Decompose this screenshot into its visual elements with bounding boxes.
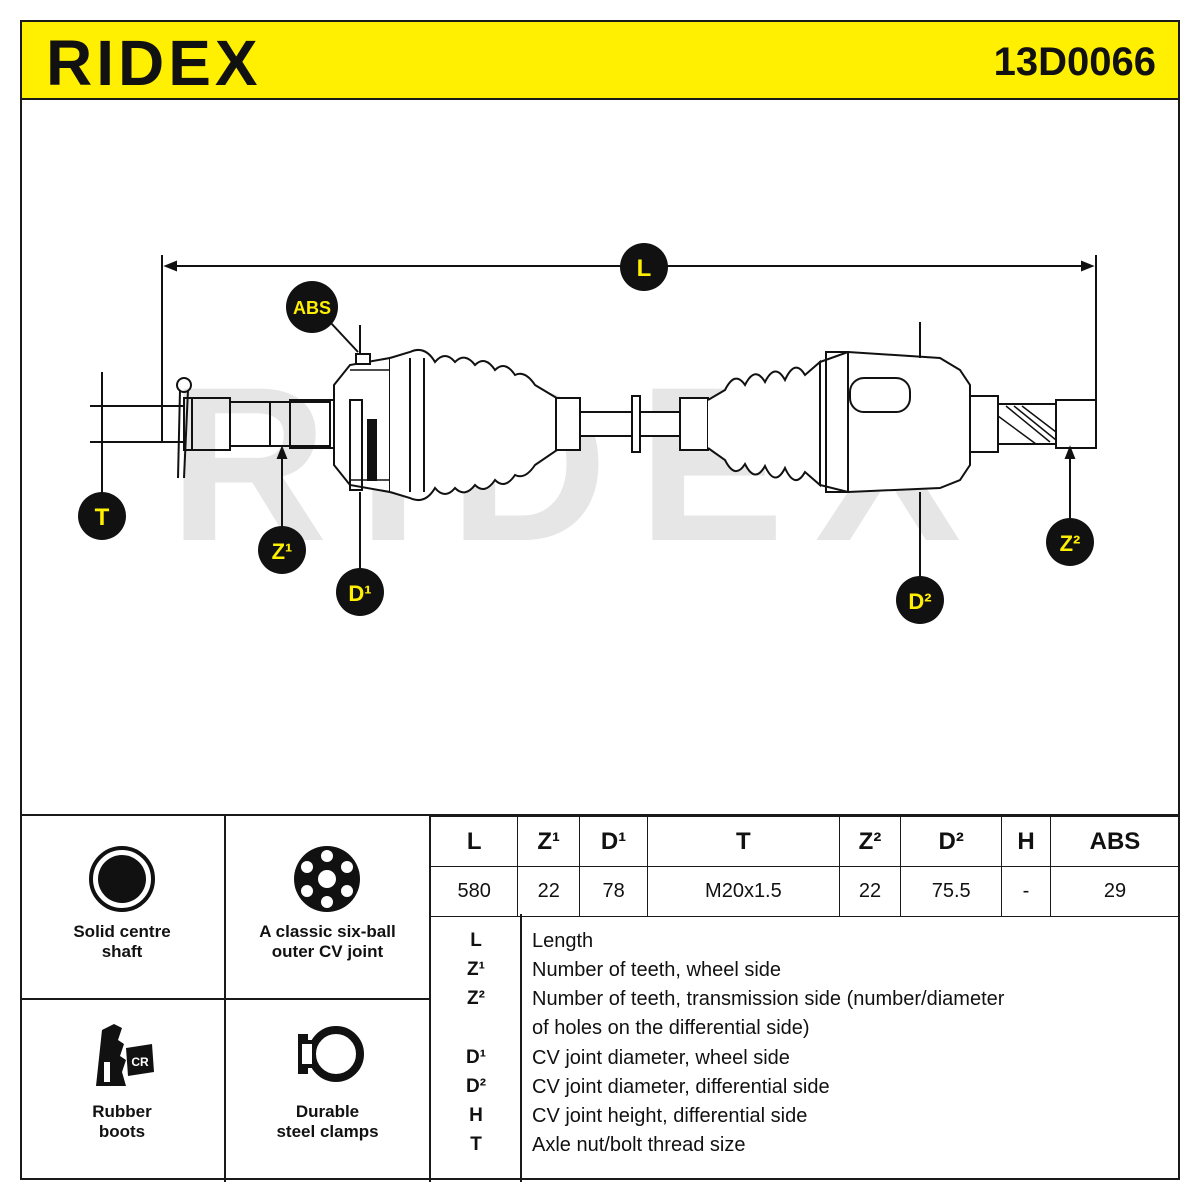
feature-six-ball-joint: A classic six-ball outer CV joint (226, 816, 429, 998)
callout-D1: D¹ (336, 568, 384, 616)
legend-key: H (469, 1105, 483, 1126)
feature-steel-clamps: Durable steel clamps (226, 1000, 429, 1182)
shaft-outline (90, 255, 1097, 580)
header-bar: RIDEX 13D0066 (20, 20, 1180, 100)
spec-header: T (647, 816, 840, 867)
feature-rubber-boots: CR Rubber boots (20, 1000, 224, 1182)
legend-row: H CV joint height, differential side (430, 1105, 1180, 1134)
feature-label-line2: shaft (101, 942, 143, 961)
feature-label-line1: Durable (295, 1102, 360, 1121)
legend-row: of holes on the differential side) (430, 1017, 1180, 1046)
legend-text: of holes on the differential side) (532, 1017, 810, 1039)
feature-solid-shaft: Solid centre shaft (20, 816, 224, 998)
callout-Z1: Z¹ (258, 526, 306, 574)
feature-label-line2: steel clamps (276, 1122, 379, 1141)
callout-Z2: Z² (1046, 518, 1094, 566)
spec-header: D¹ (579, 816, 649, 867)
legend-key: Z² (467, 988, 485, 1009)
callout-ABS: ABS (286, 281, 338, 333)
spec-value: 75.5 (900, 866, 1003, 917)
legend-key: L (470, 930, 482, 951)
legend-text: CV joint diameter, differential side (532, 1076, 830, 1098)
divider (20, 998, 430, 1000)
callout-ABS-label: ABS (293, 298, 331, 318)
callout-Z2-label: Z² (1060, 531, 1081, 556)
legend-row: D¹ CV joint diameter, wheel side (430, 1047, 1180, 1076)
page-frame (20, 20, 1180, 1180)
legend-key: Z¹ (467, 959, 485, 980)
legend-text: Number of teeth, transmission side (numb… (532, 988, 1005, 1010)
spec-value: M20x1.5 (647, 866, 840, 917)
spec-value: 22 (838, 866, 902, 917)
six-ball-joint-icon (294, 846, 360, 912)
feature-label-line2: boots (98, 1122, 146, 1141)
legend-text: Axle nut/bolt thread size (532, 1134, 746, 1156)
steel-clamp-icon (298, 1026, 364, 1082)
callout-D2-label: D² (908, 589, 931, 614)
callout-D1-label: D¹ (348, 581, 371, 606)
legend-divider (520, 914, 522, 1182)
spec-value: 78 (579, 866, 649, 917)
spec-value-row: 580 22 78 M20x1.5 22 75.5 - 29 (429, 866, 1181, 917)
feature-label-line2: outer CV joint (271, 942, 384, 961)
callout-L: L (620, 243, 668, 291)
spec-section: Solid centre shaft A classic six-ball ou… (20, 814, 1181, 1182)
spec-value: - (1001, 866, 1051, 917)
legend-text: CV joint height, differential side (532, 1105, 808, 1127)
brand-logo: RIDEX (46, 27, 262, 99)
legend-text: Number of teeth, wheel side (532, 959, 782, 981)
spec-header: Z² (838, 816, 902, 867)
legend-key: D² (465, 1076, 487, 1097)
legend-row: L Length (430, 930, 1180, 959)
legend-row: T Axle nut/bolt thread size (430, 1134, 1180, 1163)
callout-T: T (78, 492, 126, 540)
spec-header: Z¹ (517, 816, 581, 867)
legend-row: Z¹ Number of teeth, wheel side (430, 959, 1180, 988)
spec-header: L (429, 816, 519, 867)
spec-value: 22 (517, 866, 581, 917)
divider (429, 816, 431, 1182)
feature-label-line1: Rubber (92, 1102, 152, 1121)
legend-row: Z² Number of teeth, transmission side (n… (430, 988, 1180, 1017)
solid-shaft-icon (89, 846, 155, 912)
legend-row: D² CV joint diameter, differential side (430, 1076, 1180, 1105)
callout-D2: D² (896, 576, 944, 624)
rubber-boot-icon: CR (96, 1024, 154, 1086)
feature-label-line1: A classic six-ball (259, 922, 396, 941)
legend-key: T (470, 1134, 482, 1155)
part-number: 13D0066 (993, 40, 1156, 84)
spec-value: 580 (429, 866, 519, 917)
technical-drawing: RIDEX (20, 100, 1180, 814)
spec-header-row: L Z¹ D¹ T Z² D² H ABS (429, 816, 1181, 867)
feature-label-line1: Solid centre (73, 922, 171, 941)
callout-Z1-label: Z¹ (272, 539, 293, 564)
drive-shaft-diagram: RIDEX (78, 243, 1097, 624)
legend: L Length Z¹ Number of teeth, wheel side … (430, 914, 1180, 1182)
legend-text: Length (532, 930, 594, 952)
spec-header: ABS (1049, 816, 1181, 867)
legend-key: D¹ (465, 1047, 487, 1068)
callout-L-label: L (637, 255, 652, 282)
spec-table: L Z¹ D¹ T Z² D² H ABS 580 22 78 M20x1.5 … (429, 816, 1181, 917)
boot-badge: CR (131, 1055, 149, 1069)
legend-text: CV joint diameter, wheel side (532, 1047, 790, 1069)
callout-T-label: T (95, 504, 110, 531)
